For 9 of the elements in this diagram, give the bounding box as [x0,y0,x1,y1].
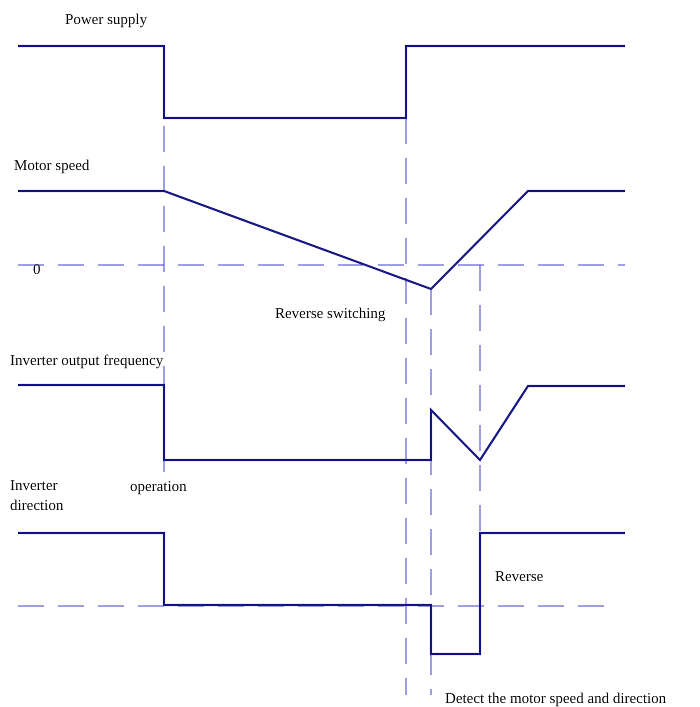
signal-label: Inverter output frequency [10,352,164,371]
annotation: Reverse switching [275,305,386,324]
signal-label: Power supply [65,11,148,30]
signal-label: Motor speed [14,157,90,176]
annotation: Detect the motor speed and direction [445,690,666,707]
signal-label: Inverter direction [10,477,64,516]
annotation: Reverse [495,568,544,587]
annotation: operation [130,478,187,497]
axis-label: 0 [33,261,40,280]
